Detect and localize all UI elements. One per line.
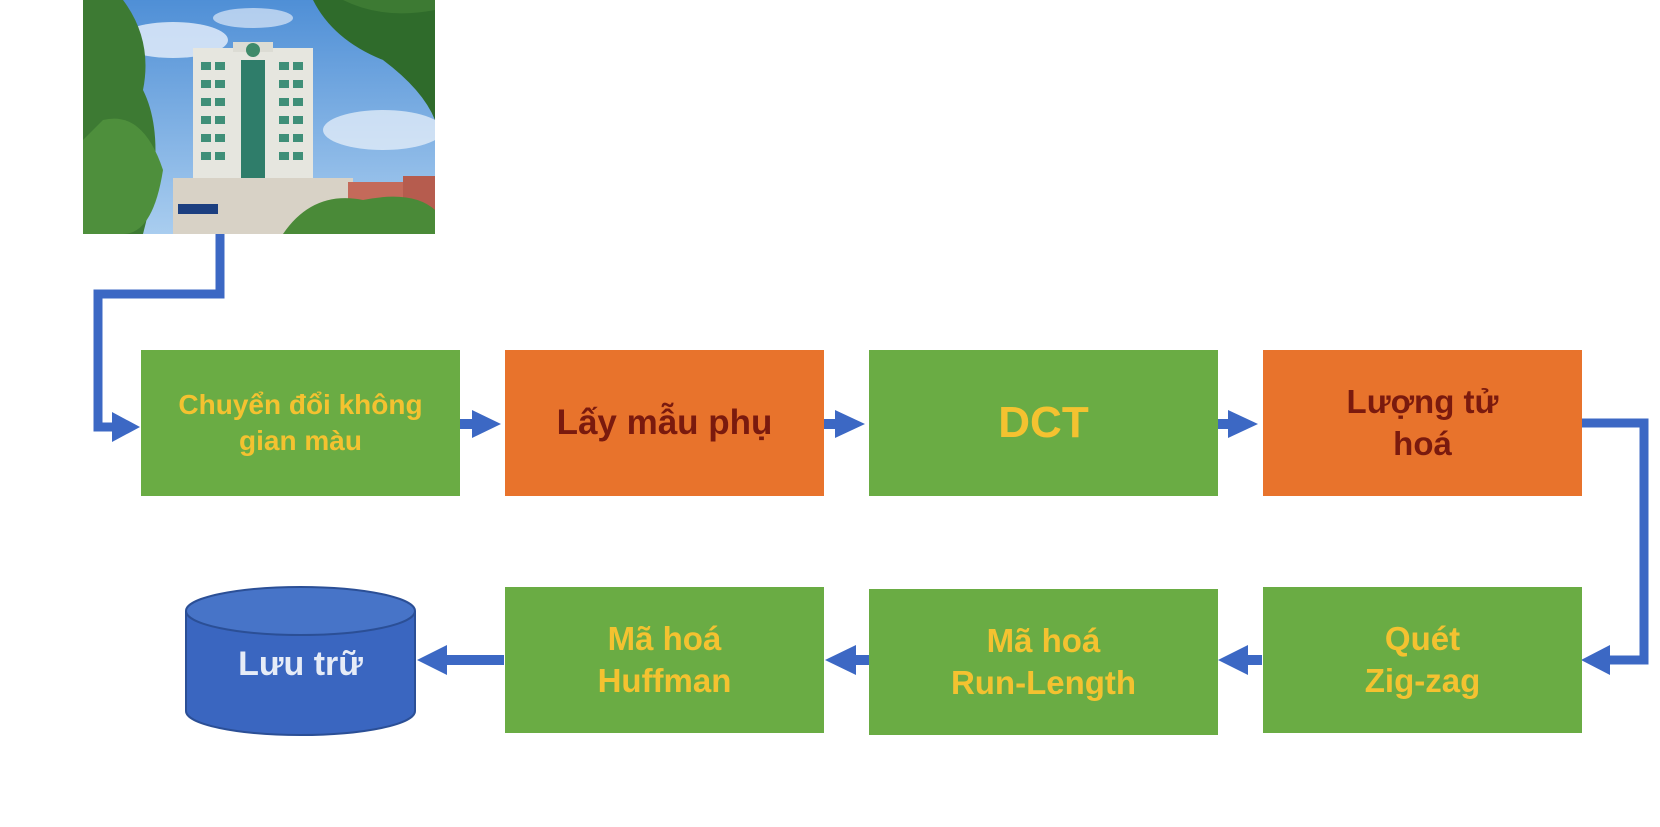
arrow-photo-to-color-space: [93, 234, 225, 432]
arrowhead-into-storage: [417, 645, 447, 675]
arrow-shaft-5: [855, 655, 869, 665]
arrow-shaft-3: [1216, 419, 1231, 429]
step-huffman-encoding: Mã hoá Huffman: [505, 587, 824, 733]
arrow-shaft-1: [459, 419, 475, 429]
input-photo: [83, 0, 435, 234]
arrowhead-into-color-space: [112, 412, 140, 442]
arrowhead-into-run-length: [1218, 645, 1248, 675]
storage-cylinder: Lưu trữ: [184, 585, 417, 737]
step-dct: DCT: [869, 350, 1218, 496]
arrowhead-into-subsampling: [472, 410, 501, 438]
step-zigzag-scan: Quét Zig-zag: [1263, 587, 1582, 733]
step-chroma-subsampling: Lấy mẫu phụ: [505, 350, 824, 496]
storage-label: Lưu trữ: [238, 645, 363, 683]
arrowhead-into-dct: [835, 410, 865, 438]
arrowhead-into-huffman: [825, 645, 856, 675]
step-color-space-conversion: Chuyển đổi không gian màu: [141, 350, 460, 496]
arrowhead-into-quantization: [1228, 410, 1258, 438]
arrow-quantization-to-zigzag: [1580, 418, 1649, 665]
step-run-length-encoding: Mã hoá Run-Length: [869, 589, 1218, 735]
arrowhead-into-zigzag: [1581, 645, 1610, 675]
step-quantization: Lượng tử hoá: [1263, 350, 1582, 496]
arrow-shaft-2: [823, 419, 838, 429]
arrow-shaft-6: [440, 655, 504, 665]
arrow-shaft-4: [1245, 655, 1262, 665]
